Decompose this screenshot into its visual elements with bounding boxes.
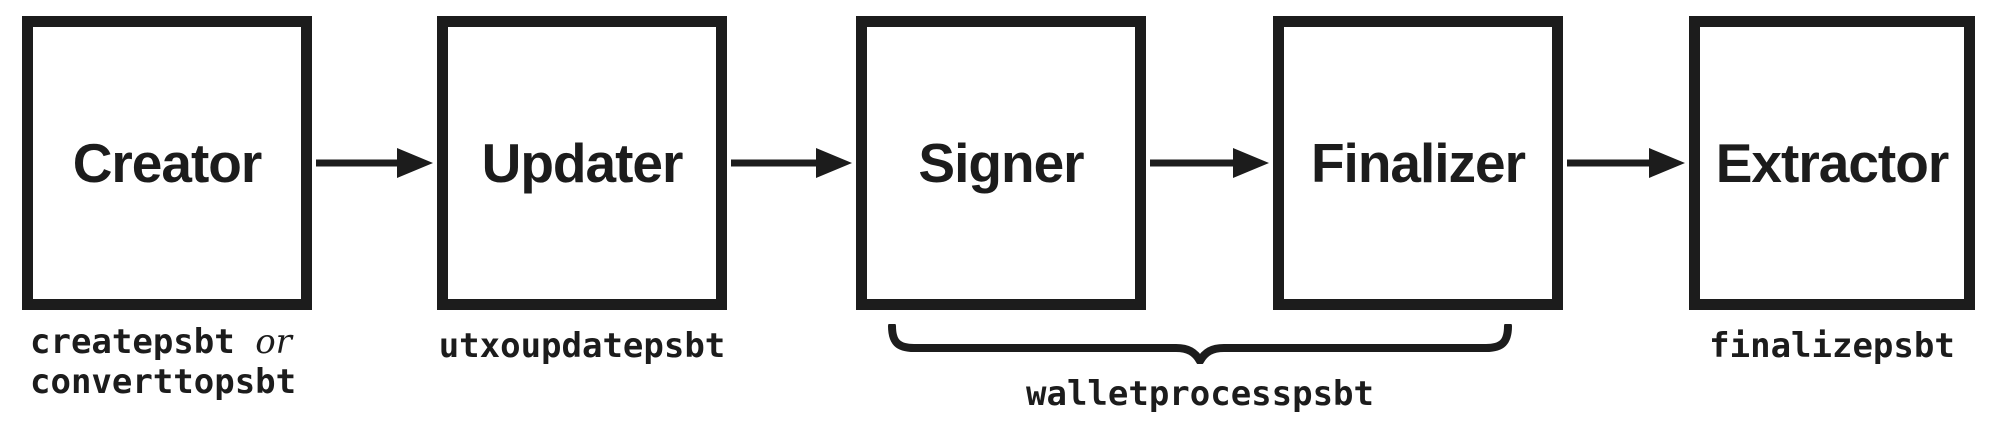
node-updater: Updater	[437, 16, 727, 310]
curly-brace-icon-signer-finalizer	[888, 324, 1512, 364]
node-signer: Signer	[856, 16, 1146, 310]
caption-creator-code1: createpsbt	[30, 322, 235, 362]
caption-updater: utxoupdatepsbt	[438, 326, 726, 366]
node-creator: Creator	[22, 16, 312, 310]
caption-creator-code2: converttopsbt	[30, 362, 297, 403]
node-creator-label: Creator	[72, 132, 263, 194]
node-extractor-label: Extractor	[1715, 132, 1949, 194]
caption-signer-finalizer: walletprocesspsbt	[1026, 374, 1374, 414]
node-updater-label: Updater	[481, 132, 684, 194]
node-signer-label: Signer	[918, 132, 1084, 194]
caption-extractor: finalizepsbt	[1709, 326, 1955, 366]
node-extractor: Extractor	[1689, 16, 1975, 310]
node-finalizer: Finalizer	[1273, 16, 1563, 310]
arrow-right-icon-updater-to-signer	[731, 148, 852, 178]
caption-creator-conjunction: or	[255, 322, 292, 362]
node-finalizer-label: Finalizer	[1310, 132, 1526, 194]
arrow-right-icon-signer-to-finalizer	[1150, 148, 1269, 178]
caption-creator: createpsbt or converttopsbt	[30, 322, 296, 402]
arrow-right-icon-creator-to-updater	[316, 148, 433, 178]
arrow-right-icon-finalizer-to-extractor	[1567, 148, 1685, 178]
